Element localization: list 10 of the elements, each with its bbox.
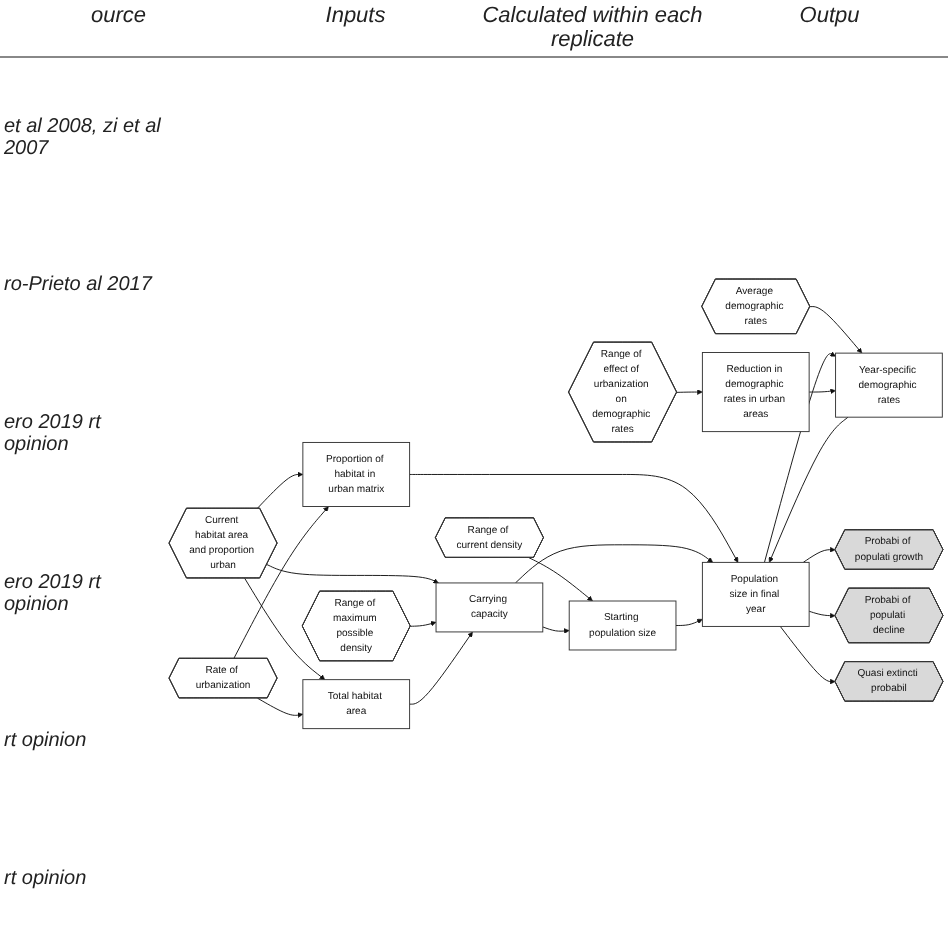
column-heading: ource <box>88 2 149 32</box>
source-citation: ero 2019 rt opinion <box>4 571 104 616</box>
source-citation: rt opinion <box>4 868 89 891</box>
source-citation: ro-Prieto al 2017 <box>4 274 155 297</box>
column-heading: Calculated within each replicate <box>480 2 705 56</box>
source-citation: rt opinion <box>4 730 89 753</box>
source-citation: ero 2019 rt opinion <box>4 412 104 457</box>
source-citation: et al 2008, zi et al 2007 <box>4 115 163 160</box>
column-heading: Inputs <box>323 2 388 32</box>
column-heading: Outpu <box>797 2 862 32</box>
